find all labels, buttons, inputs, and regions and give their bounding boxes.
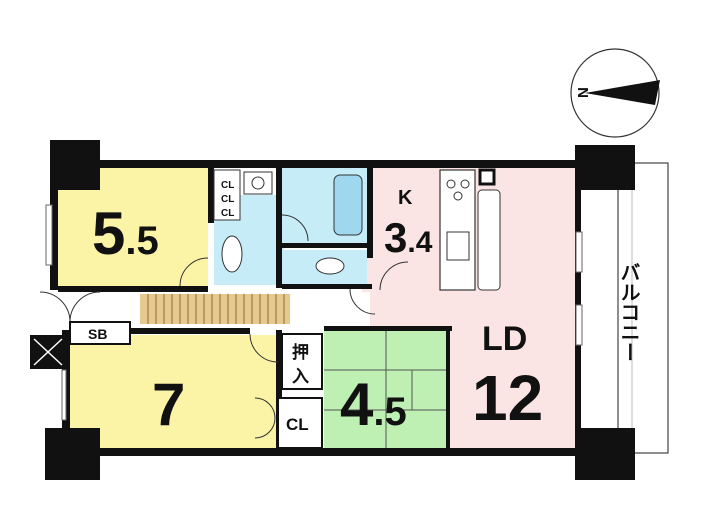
closet-a <box>213 169 241 221</box>
kitchen-duct <box>478 168 496 186</box>
kitchen-sink <box>446 231 470 261</box>
kitchen-counter <box>439 169 476 291</box>
shoe-box <box>69 321 131 345</box>
room-a-size: 5.5 <box>92 200 159 267</box>
closet-a-label-3: CL <box>221 208 234 219</box>
column-bottom-left <box>45 428 100 480</box>
compass-label: N <box>575 87 592 98</box>
door-entrance-2 <box>69 291 101 323</box>
oshiire <box>281 333 323 390</box>
wall-room-a-right <box>208 168 214 223</box>
windows <box>45 204 583 421</box>
wall-bottom <box>100 448 580 456</box>
stove-burner-3 <box>453 191 463 201</box>
door-toilet <box>349 288 376 315</box>
door-swings <box>39 214 409 439</box>
washing-machine-drum <box>251 176 265 190</box>
washing-machine <box>243 171 273 195</box>
bathtub <box>333 174 363 236</box>
room-c-size: 4.5 <box>340 371 407 438</box>
kitchen-label: K <box>398 187 413 209</box>
tatami-lines <box>324 330 448 450</box>
closet-a-label-1: CL <box>221 180 234 191</box>
wall-bath-right <box>367 168 373 258</box>
kitchen-fixtures <box>439 168 501 291</box>
living-label: LD <box>482 320 527 358</box>
compass-needle <box>585 80 660 105</box>
wall-room-b-right <box>276 330 282 448</box>
stove-burner-2 <box>460 179 470 189</box>
living-fill <box>362 165 578 450</box>
kitchen-size: 3.4 <box>384 214 433 261</box>
column-bottom-right <box>575 428 635 480</box>
wall-top <box>100 160 580 168</box>
wall-tatami-right <box>446 330 450 448</box>
door-kitchen <box>379 261 409 291</box>
room-b-size: 7 <box>152 371 185 438</box>
compass: N <box>570 48 660 138</box>
toilet <box>315 257 345 275</box>
shoe-box-label: SB <box>88 326 107 342</box>
closet-a-label-2: CL <box>221 194 234 205</box>
door-cl-1 <box>254 397 276 419</box>
door-entrance-1 <box>39 291 71 323</box>
stove-burner-1 <box>446 179 456 189</box>
closet-main <box>277 397 323 449</box>
column-top-right <box>575 145 635 190</box>
door-room-b <box>249 333 279 363</box>
balcony-area <box>617 162 669 454</box>
balcony: バルコニー <box>617 162 669 454</box>
door-bath <box>281 214 309 242</box>
room-b-fill <box>66 335 276 450</box>
balcony-label: バルコニー <box>617 262 640 362</box>
door-room-a <box>179 257 209 287</box>
wall-room-a-bottom <box>58 286 208 292</box>
kitchen-island <box>477 189 501 291</box>
wall-toilet-bottom <box>282 284 372 289</box>
oshiire-label-2: 入 <box>292 367 309 386</box>
stair <box>140 294 290 324</box>
oshiire-label-1: 押 <box>292 342 309 362</box>
wall-bath-bottom <box>282 243 372 248</box>
wall-bath-left <box>276 168 282 288</box>
wall-tatami-top <box>324 326 452 331</box>
closet-main-label: CL <box>286 415 309 434</box>
wall-room-b-top <box>70 328 250 334</box>
column-top-left <box>50 140 100 190</box>
door-cl-2 <box>254 417 276 439</box>
washbasin <box>221 235 243 273</box>
ps-box-cross <box>33 338 63 366</box>
wall-left-upper <box>50 185 58 290</box>
living-size: 12 <box>472 362 543 434</box>
